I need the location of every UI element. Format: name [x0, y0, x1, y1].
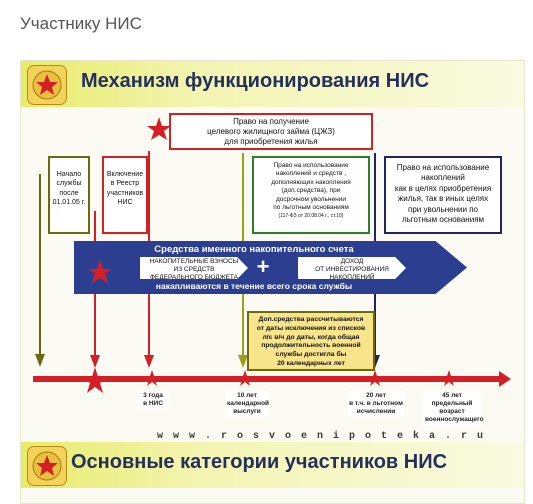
loan-right-box: Право на получение целевого жилищного за… [169, 113, 373, 150]
down-arrow-icon [144, 355, 154, 368]
extra-funds-box: Доп.средства рассчитываются от даты искл… [247, 311, 375, 371]
milestone-line: 20 лет [366, 392, 386, 399]
account-title: Средства именного накопительного счета [154, 244, 354, 255]
box-line: Доп.средства рассчитываются [258, 316, 364, 323]
box-line: службы достигла бы [275, 351, 347, 359]
arrow-line: НАКОПИТЕЛЬНЫЕ ВЗНОСЫ [149, 258, 239, 265]
registry-box: Включение в Реестр участников НИС [102, 156, 148, 234]
top-banner: Механизм функционирования НИС [21, 61, 524, 107]
arrow-line: НАКОПЛЕНИЙ [329, 274, 375, 282]
box-line: в Реестр [110, 180, 140, 188]
box-line: как в целях приобретения [394, 183, 492, 193]
plus-icon: + [256, 254, 270, 279]
box-line: льготным основаниям [401, 214, 485, 224]
bottom-banner: Основные категории участников НИС [21, 442, 524, 488]
account-panel-content: Средства именного накопительного счета Н… [74, 241, 467, 294]
emblem-icon [27, 65, 67, 105]
red-star-icon [237, 370, 253, 386]
milestone-label: 20 лет в т.ч. в льготном исчислении [347, 391, 405, 418]
box-line: л/с в/ч до даты, когда общая [262, 333, 360, 341]
box-line: по льготным основаниям [273, 204, 349, 212]
milestone-line: возраст [439, 408, 465, 416]
page-heading: Участнику НИС [20, 14, 142, 33]
timeline-axis [33, 376, 501, 382]
arrow-line: ДОХОД [340, 258, 364, 265]
box-line: Включение [106, 171, 144, 178]
box-line: продолжительность военной [261, 342, 361, 350]
box-note: (117-ФЗ от 20.08.04 г., ст.10) [278, 212, 344, 219]
diagram-frame: Механизм функционирования НИС Право на п… [20, 60, 525, 504]
box-line: при увольнении по [408, 204, 478, 214]
box-line: целевого жилищного займа (ЦЖЗ) [207, 127, 335, 136]
box-line: службы [56, 180, 82, 188]
timeline-stars [82, 117, 457, 393]
milestone-line: в НИС [143, 400, 163, 408]
box-line: Начало [56, 171, 82, 178]
red-star-icon [367, 370, 383, 386]
box-line: участников [106, 189, 144, 197]
milestone-line: календарной [227, 400, 270, 408]
box-line: для приобретения жилья [224, 137, 318, 146]
bottom-banner-title: Основные категории участников НИС [71, 451, 448, 473]
box-line: от даты исключения из списков [256, 324, 366, 332]
use-right-box: Право на использование накоплений как в … [384, 156, 502, 234]
red-star-icon [441, 370, 457, 386]
service-start-box: Начало службы после 01.01.05 г. [48, 156, 90, 234]
milestone-label: 10 лет календарной выслуги [225, 391, 270, 418]
box-line: НИС [117, 199, 133, 207]
milestone-line: в т.ч. в льготном [349, 400, 403, 408]
timeline-axis-head [499, 371, 511, 387]
milestone-line: 3 года [143, 392, 163, 399]
arrow-line: ИЗ СРЕДСТВ [173, 266, 215, 274]
account-footer: накапливаются в течение всего срока служ… [155, 281, 353, 291]
down-arrow-icon [238, 355, 248, 368]
box-line: досрочном увольнении [276, 195, 346, 203]
box-line: Право на использование [273, 162, 349, 169]
box-line: жилья, так в иных целях [397, 194, 489, 204]
emblem-icon [27, 446, 67, 486]
milestone-line: предельный [431, 400, 473, 408]
top-banner-title: Механизм функционирования НИС [81, 70, 430, 92]
milestone-line: 45 лет [442, 392, 462, 399]
box-line: дополняющих накопления [271, 178, 351, 186]
box-line: Право на использование [396, 163, 490, 172]
red-star-icon [88, 260, 112, 283]
income-arrow: ДОХОД ОТ ИНВЕСТИРОВАНИЯ НАКОПЛЕНИЙ [298, 257, 406, 279]
milestone-line: выслуги [233, 408, 261, 416]
milestone-label: 3 года в НИС [137, 391, 169, 410]
box-line: Право на получение [233, 117, 309, 126]
down-arrow-icon [90, 355, 100, 368]
milestone-label: 45 лет предельный возраст военнослужащег… [423, 391, 484, 426]
early-use-box: Право на использование накоплений и сред… [252, 156, 370, 234]
box-line: 01.01.05 г. [52, 199, 86, 207]
arrow-line: ОТ ИНВЕСТИРОВАНИЯ [315, 266, 389, 274]
box-line: после [59, 189, 79, 197]
milestone-line: исчислении [356, 408, 396, 416]
website-text: w w w . r o s v o e n i p o t e k a . r … [157, 431, 486, 442]
box-line: накоплений [421, 173, 465, 183]
box-line: накоплений и средств , [275, 170, 347, 178]
box-line: 20 календарных лет [277, 360, 345, 368]
contributions-arrow: НАКОПИТЕЛЬНЫЕ ВЗНОСЫ ИЗ СРЕДСТВ ФЕДЕРАЛЬ… [140, 257, 248, 279]
box-line: (доп.средства), при [281, 187, 341, 195]
down-arrow-icon [35, 354, 45, 367]
milestone-line: 10 лет [237, 392, 257, 399]
milestone-line: военнослужащего [425, 416, 484, 424]
red-star-icon [144, 370, 160, 386]
arrow-line: ФЕДЕРАЛЬНОГО БЮДЖЕТА [149, 274, 239, 282]
red-star-icon [147, 117, 171, 140]
red-star-icon [82, 367, 108, 393]
